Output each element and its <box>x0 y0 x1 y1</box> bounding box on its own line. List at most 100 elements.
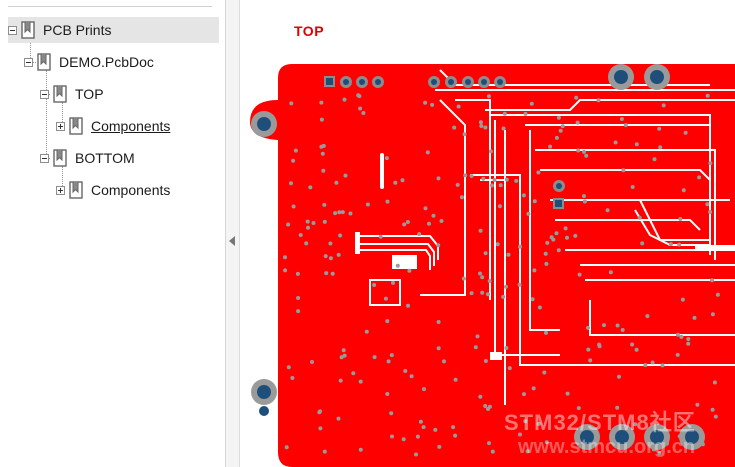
via <box>487 441 491 446</box>
via <box>311 221 316 225</box>
via <box>637 215 642 220</box>
via <box>295 271 300 276</box>
via <box>660 363 665 368</box>
pcb-print-viewer[interactable]: TOP STM32/STM8社区 www.stmcu.org.cn <box>240 0 735 467</box>
via <box>544 261 549 266</box>
via <box>451 425 456 430</box>
via <box>322 219 327 224</box>
via <box>692 315 697 320</box>
collapse-icon[interactable] <box>8 25 17 35</box>
via <box>686 341 691 346</box>
via <box>490 449 495 454</box>
via <box>502 111 507 116</box>
via <box>708 161 713 166</box>
via <box>439 219 444 223</box>
expand-icon[interactable] <box>56 185 65 195</box>
via <box>621 168 626 173</box>
via <box>304 241 309 246</box>
via <box>296 296 301 300</box>
panel-splitter[interactable] <box>226 0 240 467</box>
via <box>289 101 294 106</box>
via <box>544 330 548 335</box>
via <box>402 222 407 227</box>
bookmark-icon <box>69 181 83 199</box>
via <box>695 402 700 407</box>
via <box>563 226 568 231</box>
via <box>478 271 482 276</box>
via <box>669 242 673 247</box>
bookmark-icon <box>53 85 67 103</box>
via <box>383 296 388 301</box>
collapse-icon[interactable] <box>40 153 49 163</box>
via <box>293 148 298 153</box>
via <box>322 202 327 207</box>
via <box>514 178 519 183</box>
via <box>414 452 418 457</box>
via <box>498 183 503 188</box>
bookmark-icon <box>53 149 67 167</box>
via <box>504 177 509 182</box>
via <box>430 102 435 107</box>
via <box>358 447 363 452</box>
collapse-icon[interactable] <box>24 57 33 67</box>
via <box>608 270 613 275</box>
via <box>286 222 291 227</box>
via <box>544 440 549 445</box>
via <box>586 325 590 330</box>
via <box>385 199 390 204</box>
tree-item-top[interactable]: TOP <box>40 81 104 107</box>
via <box>532 199 537 204</box>
via <box>324 271 329 276</box>
via <box>340 210 345 215</box>
via <box>291 158 296 163</box>
tree-item-demo-pcbdoc[interactable]: DEMO.PcbDoc <box>24 49 154 75</box>
via <box>521 193 526 198</box>
tree-item-label: BOTTOM <box>75 150 135 166</box>
via <box>436 243 441 248</box>
via <box>321 168 326 173</box>
via <box>319 100 324 105</box>
via <box>487 94 491 99</box>
via <box>525 449 530 454</box>
via <box>554 231 559 236</box>
via <box>577 272 582 277</box>
via <box>574 95 579 100</box>
via <box>504 346 509 350</box>
panel-divider <box>8 6 212 7</box>
via <box>492 178 497 182</box>
tree-item-bottom-components[interactable]: Components <box>56 177 170 203</box>
via <box>283 268 288 273</box>
via <box>556 248 561 253</box>
via <box>483 125 488 130</box>
bookmark-icon <box>37 53 51 71</box>
via-field <box>283 93 720 457</box>
via <box>372 283 377 287</box>
expand-icon[interactable] <box>56 121 65 131</box>
via <box>634 142 639 147</box>
via <box>459 195 464 200</box>
via <box>336 416 341 421</box>
via <box>497 204 502 209</box>
tree-item-pcb-prints[interactable]: PCB Prints <box>8 17 219 43</box>
via <box>395 263 400 268</box>
via <box>518 244 522 249</box>
via <box>506 252 511 257</box>
via <box>409 374 414 379</box>
via <box>681 188 686 193</box>
tree-item-top-components[interactable]: Components <box>56 113 170 139</box>
via <box>342 353 347 358</box>
via <box>596 98 601 103</box>
tree-item-bottom[interactable]: BOTTOM <box>40 145 135 171</box>
via <box>400 178 405 183</box>
collapse-icon[interactable] <box>40 89 49 99</box>
via <box>358 379 363 384</box>
collapse-panel-arrow-icon[interactable] <box>229 236 235 246</box>
via <box>657 126 662 131</box>
via <box>675 332 680 337</box>
via <box>677 242 682 247</box>
via <box>343 173 348 178</box>
via <box>391 280 395 285</box>
via <box>705 93 710 98</box>
via <box>518 432 522 437</box>
via <box>640 241 645 246</box>
